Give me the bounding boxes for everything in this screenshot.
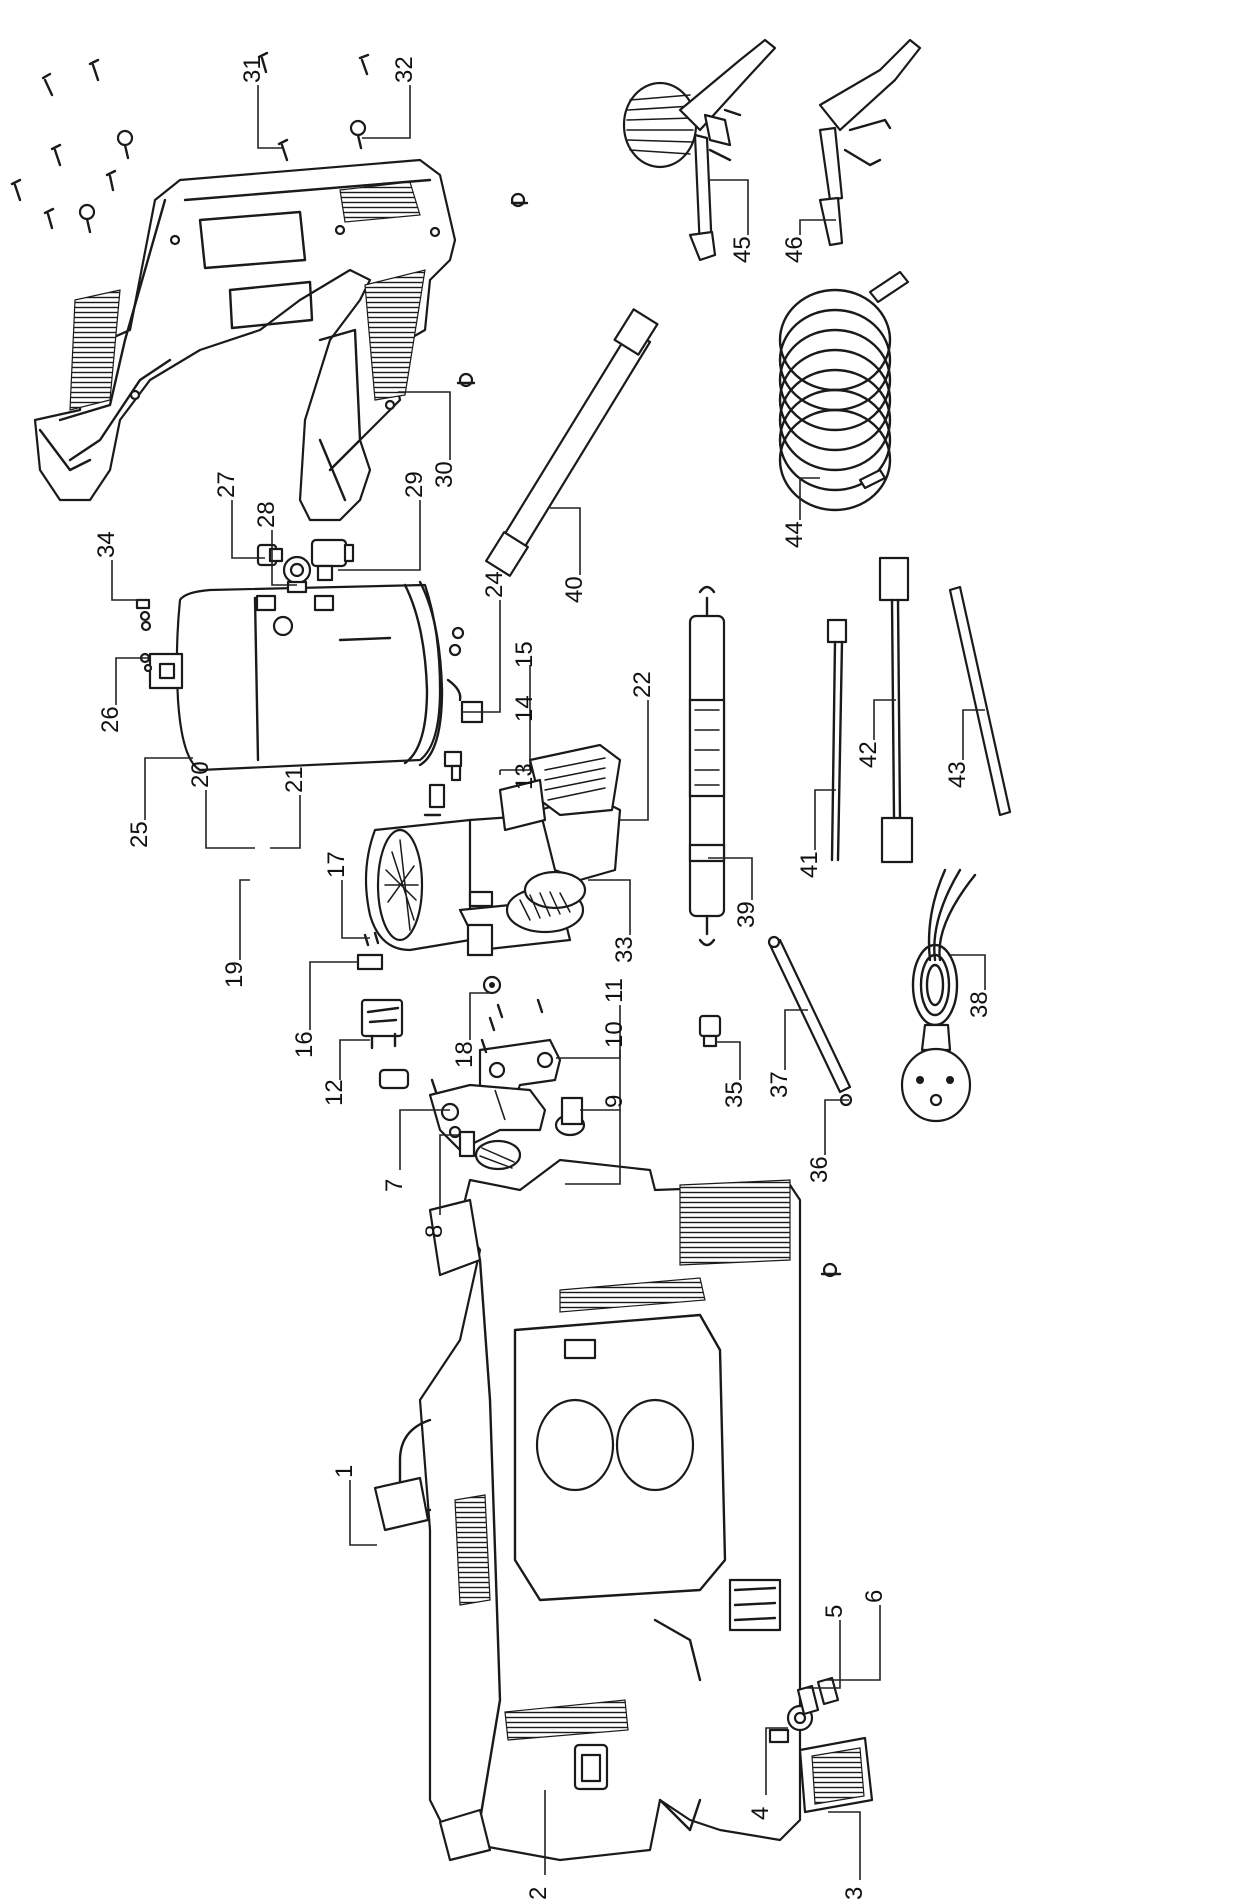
air-line: [485, 308, 659, 577]
callout-17: 17: [323, 851, 350, 878]
callout-33: 33: [611, 936, 638, 963]
callout-41: 41: [796, 851, 823, 878]
callout-16: 16: [291, 1031, 318, 1058]
callout-35: 35: [721, 1081, 748, 1108]
callout-37: 37: [766, 1071, 793, 1098]
callout-4: 4: [747, 1807, 774, 1820]
callout-22: 22: [629, 671, 656, 698]
callout-43: 43: [944, 761, 971, 788]
callout-38: 38: [966, 991, 993, 1018]
callout-20: 20: [187, 761, 214, 788]
callout-18: 18: [451, 1041, 478, 1068]
rear-housing: [33, 158, 457, 522]
wand-assembly: [688, 585, 726, 947]
callout-40: 40: [561, 576, 588, 603]
callout-2: 2: [525, 1887, 552, 1900]
coiled-hose: [778, 270, 910, 512]
panel-plate: [798, 1736, 874, 1814]
air-tank: [148, 580, 484, 772]
callout-labels: 1 2 3 4 5 6 7 8 9 10 11 12 13 14 15 16 1…: [93, 56, 993, 1900]
callout-3: 3: [841, 1887, 868, 1900]
callout-26: 26: [97, 706, 124, 733]
callout-10: 10: [601, 1021, 628, 1048]
callout-13: 13: [511, 763, 538, 790]
callout-45: 45: [729, 236, 756, 263]
front-fittings: [768, 1676, 840, 1744]
control-bracket: [356, 931, 562, 1114]
callout-8: 8: [421, 1225, 448, 1238]
rod-accessory: [948, 585, 1012, 817]
screws-group: [10, 51, 842, 1278]
needle-accessory: [878, 556, 914, 864]
power-cord: [900, 868, 977, 1123]
callout-25: 25: [126, 821, 153, 848]
callout-14: 14: [511, 695, 538, 722]
rod-accessory-small: [767, 935, 853, 1107]
compressor-motor: [364, 743, 622, 957]
callout-11: 11: [601, 978, 628, 1003]
callout-7: 7: [381, 1179, 408, 1192]
callout-9: 9: [601, 1095, 628, 1108]
callout-12: 12: [321, 1079, 348, 1106]
callout-42: 42: [855, 741, 882, 768]
callout-32: 32: [391, 56, 418, 83]
blow-gun: [818, 38, 922, 247]
callout-34: 34: [93, 531, 120, 558]
callout-6: 6: [861, 1590, 888, 1603]
callout-19: 19: [221, 961, 248, 988]
tie-strap: [826, 618, 848, 862]
callout-31: 31: [239, 56, 266, 83]
fitting-35: [698, 1014, 722, 1048]
leader-lines: [111, 85, 986, 1880]
callout-44: 44: [781, 521, 808, 548]
callout-15: 15: [511, 641, 538, 668]
callout-5: 5: [821, 1605, 848, 1618]
power-switch: [573, 1743, 609, 1791]
callout-24: 24: [481, 571, 508, 598]
callout-27: 27: [213, 471, 240, 498]
tire-inflator-gun: [622, 38, 777, 262]
callout-29: 29: [401, 471, 428, 498]
callout-21: 21: [281, 766, 308, 793]
callout-1: 1: [331, 1465, 358, 1478]
callout-28: 28: [253, 501, 280, 528]
front-housing: [373, 1158, 802, 1862]
callout-46: 46: [781, 236, 808, 263]
callout-36: 36: [806, 1156, 833, 1183]
callout-30: 30: [431, 461, 458, 488]
callout-39: 39: [733, 901, 760, 928]
